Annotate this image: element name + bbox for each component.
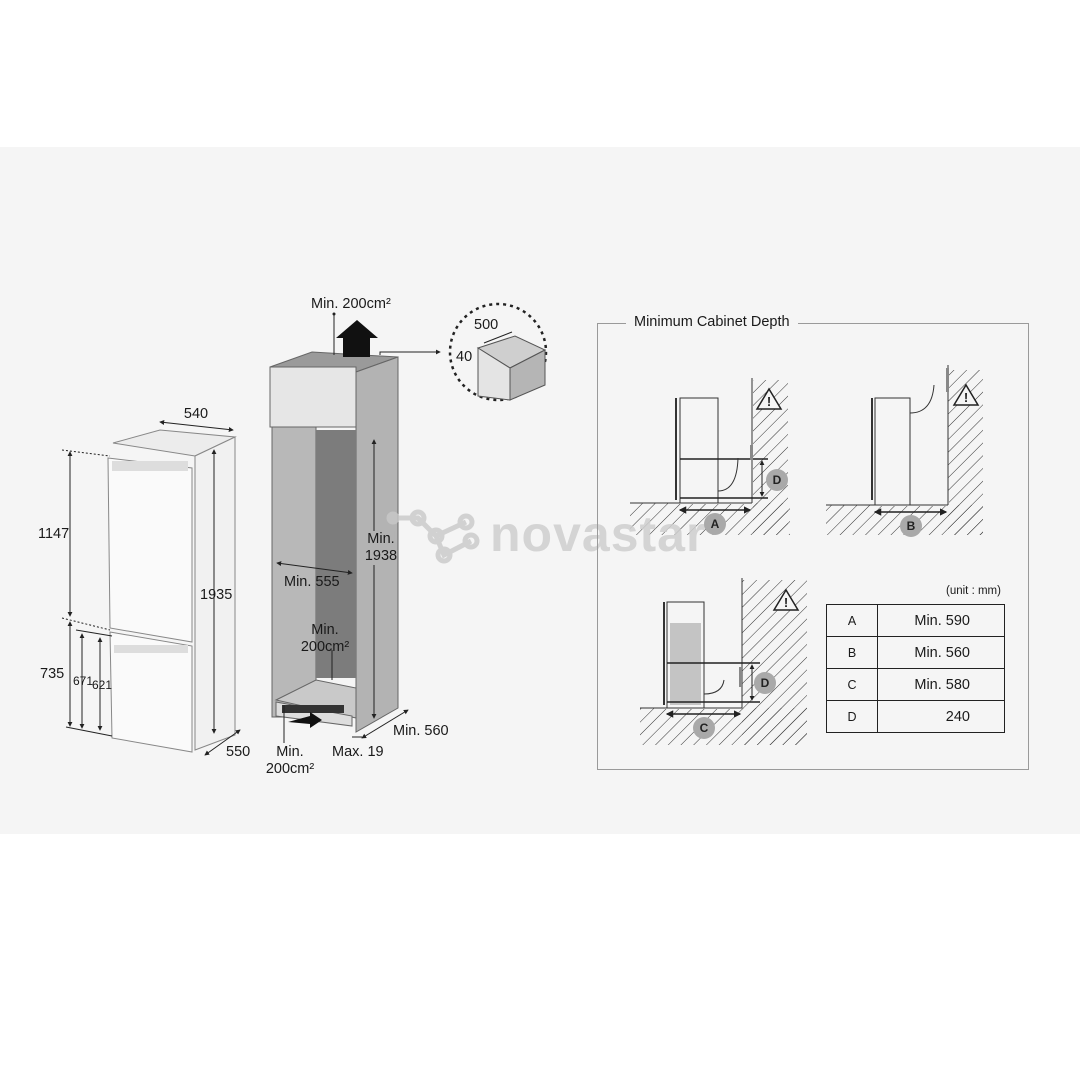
row-key: A bbox=[826, 604, 878, 637]
diagram-c: ! bbox=[640, 578, 807, 745]
detail-width-label: 500 bbox=[474, 317, 499, 333]
minimum-cabinet-depth-panel bbox=[597, 323, 1029, 770]
row-value: Min. 590 bbox=[877, 604, 1005, 637]
detail-height-label: 40 bbox=[456, 349, 473, 365]
diagram-b: ! bbox=[826, 365, 983, 535]
row-key: C bbox=[826, 668, 878, 701]
watermark-logo bbox=[386, 509, 480, 564]
inner-height-label-line2: 1938 bbox=[364, 548, 398, 565]
fridge-drawing bbox=[61, 419, 241, 756]
row-value: Min. 560 bbox=[877, 636, 1005, 669]
marker-b: B bbox=[900, 515, 922, 537]
side-gap-label: Max. 19 bbox=[332, 744, 384, 760]
fridge-upper-height-label: 1147 bbox=[38, 526, 70, 542]
fridge-depth-label: 550 bbox=[226, 744, 251, 760]
table-row: C Min. 580 bbox=[826, 668, 1005, 701]
marker-d-bottom: D bbox=[754, 672, 776, 694]
bottom-vent-label-line1: Min. bbox=[276, 744, 304, 760]
row-key: B bbox=[826, 636, 878, 669]
bottom-vent-label-line2: 200cm² bbox=[265, 761, 315, 777]
row-key: D bbox=[826, 700, 878, 733]
table-row: D 240 bbox=[826, 700, 1005, 733]
fridge-lower-a-label: 671 bbox=[73, 674, 94, 688]
inner-width-label: Min. 555 bbox=[284, 574, 340, 590]
fridge-total-height-label: 1935 bbox=[200, 587, 233, 603]
rear-vent-label-line1: Min. bbox=[311, 622, 339, 638]
inner-height-label-line1: Min. bbox=[367, 531, 395, 548]
marker-d-top: D bbox=[766, 469, 788, 491]
unit-label: (unit : mm) bbox=[946, 585, 1001, 597]
cabinet-drawing bbox=[269, 312, 441, 743]
svg-text:!: ! bbox=[784, 595, 788, 610]
svg-text:!: ! bbox=[767, 394, 771, 409]
fridge-width-label: 540 bbox=[183, 406, 209, 422]
top-vent-label: Min. 200cm² bbox=[311, 296, 391, 312]
svg-text:!: ! bbox=[964, 390, 968, 405]
panel-title: Minimum Cabinet Depth bbox=[626, 313, 798, 331]
fridge-lower-height-label: 735 bbox=[40, 666, 65, 682]
table-row: B Min. 560 bbox=[826, 636, 1005, 669]
top-detail-callout bbox=[448, 302, 548, 402]
table-row: A Min. 590 bbox=[826, 604, 1005, 637]
row-value: Min. 580 bbox=[877, 668, 1005, 701]
row-value: 240 bbox=[877, 700, 1005, 733]
fridge-lower-b-label: 621 bbox=[92, 678, 113, 692]
marker-c: C bbox=[693, 717, 715, 739]
cabinet-depth-label: Min. 560 bbox=[393, 723, 449, 739]
depth-spec-table: A Min. 590 B Min. 560 C Min. 580 D 240 bbox=[826, 604, 1005, 733]
marker-a: A bbox=[704, 513, 726, 535]
rear-vent-label-line2: 200cm² bbox=[300, 639, 350, 655]
